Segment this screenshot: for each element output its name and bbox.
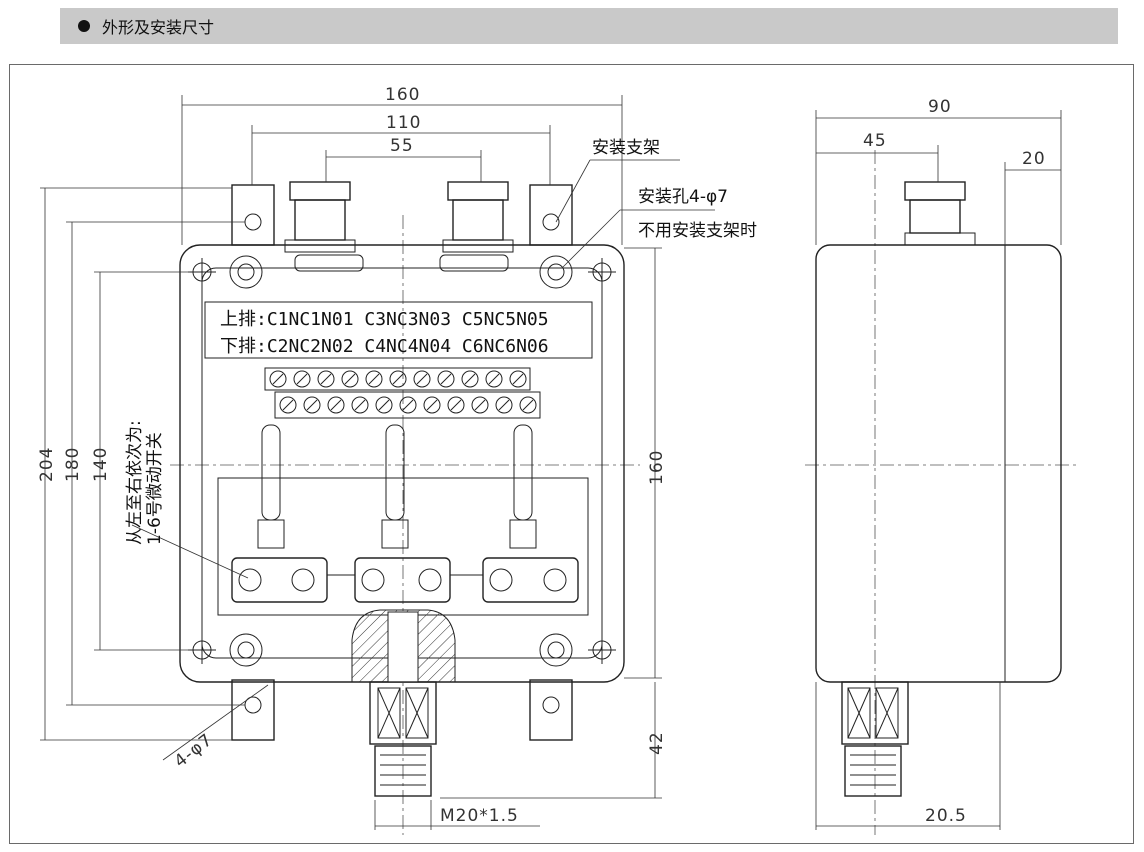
microswitch-group xyxy=(231,424,579,603)
terminal-screw xyxy=(413,370,431,388)
terminal-screw xyxy=(437,370,455,388)
terminal-screw xyxy=(279,396,297,414)
dim-bracket-110: 110 xyxy=(386,113,421,133)
dim-width-160: 160 xyxy=(385,85,420,105)
terminal-screw xyxy=(447,396,465,414)
switch-order-line2: 1-6号微动开关 xyxy=(145,432,165,545)
side-view: 90 45 20 20.5 xyxy=(805,97,1080,835)
side-enclosure xyxy=(815,244,1062,683)
terminal-screw xyxy=(519,396,537,414)
side-dim-20-5: 20.5 xyxy=(925,806,967,826)
callout-mount-hole-note: 不用安装支架时 xyxy=(638,221,757,241)
section-header: 外形及安装尺寸 xyxy=(60,8,1118,44)
dim-height-160-right: 160 xyxy=(647,450,667,485)
callout-bracket: 安装支架 xyxy=(592,138,660,158)
label-upper-row: 上排:C1NC1N01 C3NC3N03 C5NC5N05 xyxy=(220,309,549,330)
terminal-screw xyxy=(317,370,335,388)
terminal-screw xyxy=(471,396,489,414)
terminal-screw xyxy=(327,396,345,414)
terminal-screw xyxy=(303,396,321,414)
microswitch-1 xyxy=(231,557,328,603)
terminal-screw xyxy=(269,370,287,388)
terminal-screw xyxy=(495,396,513,414)
switch-order-line1: 从左至右依次为: xyxy=(125,420,145,545)
dim-thread-m20: M20*1.5 xyxy=(440,806,519,826)
section-title: 外形及安装尺寸 xyxy=(102,18,215,37)
cable-gland-left xyxy=(284,181,364,272)
side-cable-gland-top xyxy=(904,181,976,246)
terminal-label-plate xyxy=(204,301,593,359)
microswitch-3 xyxy=(482,557,579,603)
dim-gland-55: 55 xyxy=(390,136,414,156)
side-cable-gland-bottom xyxy=(841,681,909,797)
bracket-top-left xyxy=(231,184,275,246)
terminal-screw xyxy=(461,370,479,388)
dim-gland-42: 42 xyxy=(647,731,667,755)
callout-mount-hole: 安装孔4-φ7 xyxy=(638,187,728,207)
terminal-screw xyxy=(389,370,407,388)
terminal-screw xyxy=(293,370,311,388)
bracket-top-right xyxy=(529,184,573,246)
dim-height-204: 204 xyxy=(37,447,57,482)
front-view: 上排:C1NC1N01 C3NC3N03 C5NC5N05 下排:C2NC2N0… xyxy=(37,85,757,835)
terminal-block xyxy=(264,367,541,419)
terminal-screw xyxy=(365,370,383,388)
bracket-bottom-right xyxy=(529,679,573,741)
bullet-icon xyxy=(78,20,90,32)
microswitch-2 xyxy=(354,557,451,603)
cable-gland-bottom xyxy=(369,681,437,797)
dim-height-140: 140 xyxy=(91,447,111,482)
side-dim-20: 20 xyxy=(1022,149,1046,169)
terminal-screw xyxy=(423,396,441,414)
terminal-screw xyxy=(341,370,359,388)
terminal-screw xyxy=(351,396,369,414)
side-dim-45: 45 xyxy=(863,131,887,151)
dim-height-180: 180 xyxy=(63,447,83,482)
terminal-screw xyxy=(509,370,527,388)
label-lower-row: 下排:C2NC2N02 C4NC4N04 C6NC6N06 xyxy=(220,336,549,357)
terminal-screw xyxy=(375,396,393,414)
terminal-screw xyxy=(485,370,503,388)
drawing-frame xyxy=(9,64,1134,844)
bracket-bottom-left xyxy=(231,679,275,741)
dim-hole-4phi7: 4-φ7 xyxy=(171,730,217,772)
side-dim-depth-90: 90 xyxy=(928,97,952,117)
terminal-screw xyxy=(399,396,417,414)
corner-holes xyxy=(188,255,616,667)
cable-gland-right xyxy=(439,181,514,272)
